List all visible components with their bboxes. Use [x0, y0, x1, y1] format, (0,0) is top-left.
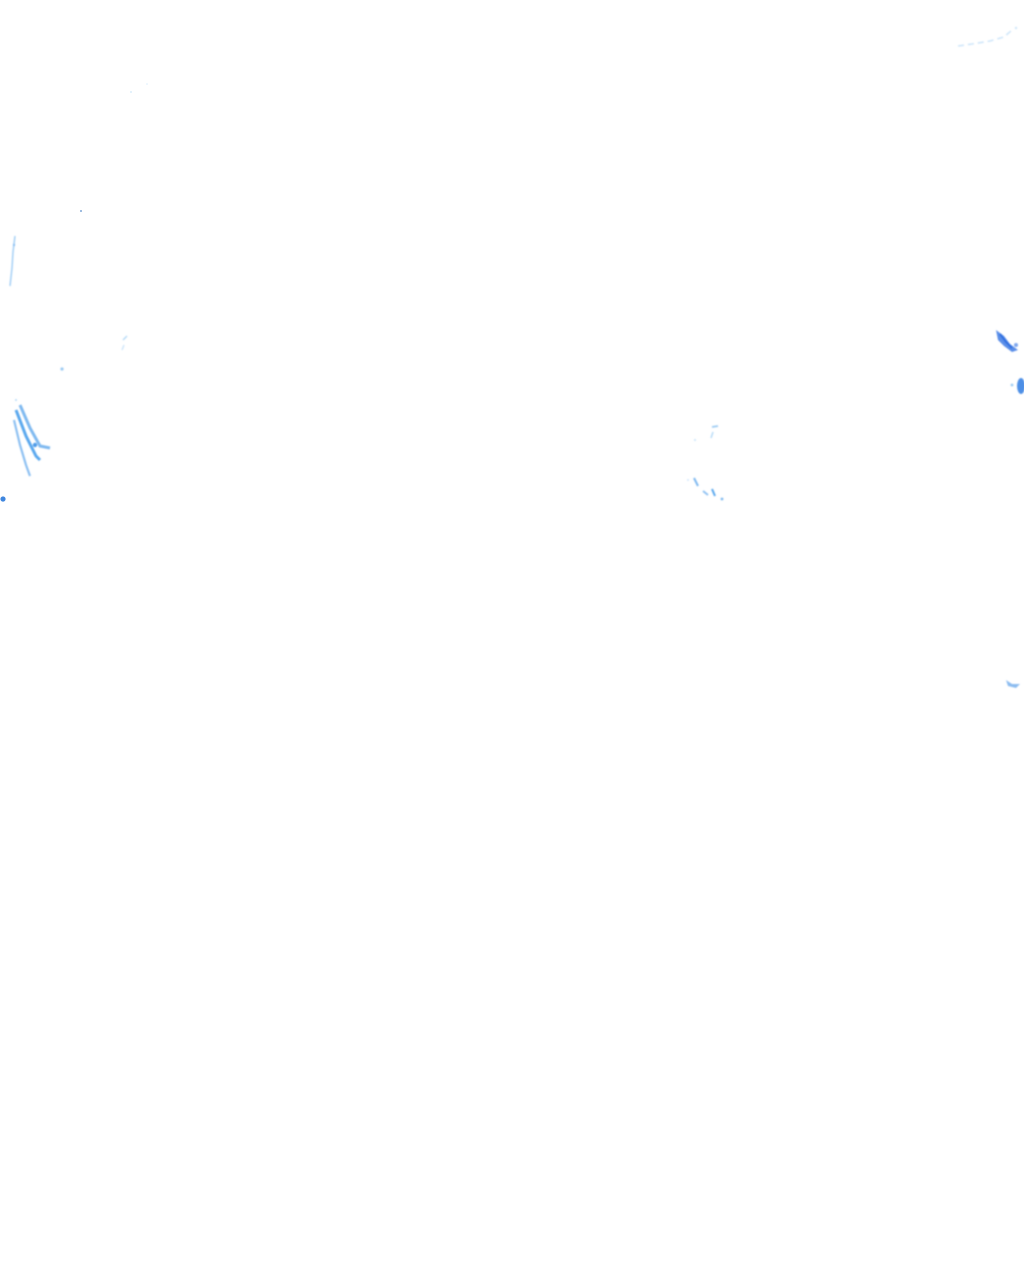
precip-cell-center-right	[687, 425, 724, 501]
precip-speck-top-left	[80, 83, 148, 212]
precip-cell-top-right	[957, 26, 1018, 47]
precip-speck-left-edge	[0, 496, 6, 502]
precip-cell-right-lower	[1006, 680, 1020, 688]
precip-speck-left-middle	[60, 335, 128, 371]
precip-cell-left-upper	[9, 235, 16, 287]
precip-cell-left-bands	[12, 399, 51, 477]
precip-cell-right-middle	[1010, 378, 1024, 394]
precip-cell-right-upper	[996, 330, 1018, 352]
